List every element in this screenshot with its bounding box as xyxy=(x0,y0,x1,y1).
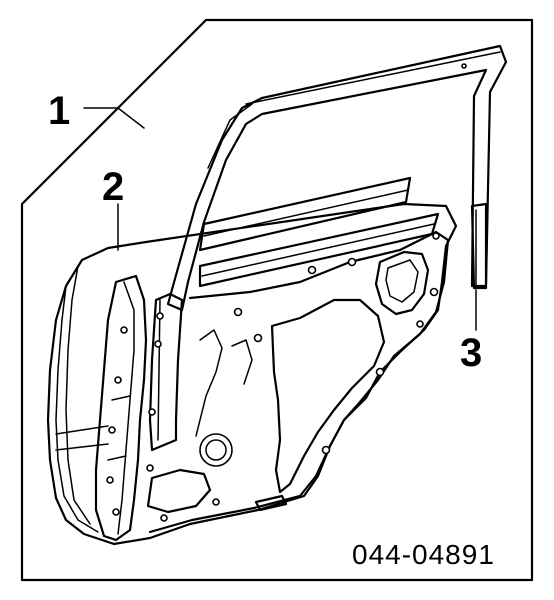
callout-label-3: 3 xyxy=(460,331,482,375)
diagram-frame xyxy=(20,18,534,582)
callout-label-2: 2 xyxy=(102,165,124,209)
glass-run-channel xyxy=(166,44,508,312)
window-belt-rails xyxy=(198,176,440,288)
callout-label-1: 1 xyxy=(48,89,70,133)
rear-weatherstrip xyxy=(470,202,488,290)
front-channel-strip xyxy=(148,292,184,452)
front-hinge-pillar xyxy=(94,274,148,542)
door-inner-panel xyxy=(146,230,450,534)
leader-line-1 xyxy=(83,107,145,129)
part-number: 044-04891 xyxy=(352,539,495,570)
